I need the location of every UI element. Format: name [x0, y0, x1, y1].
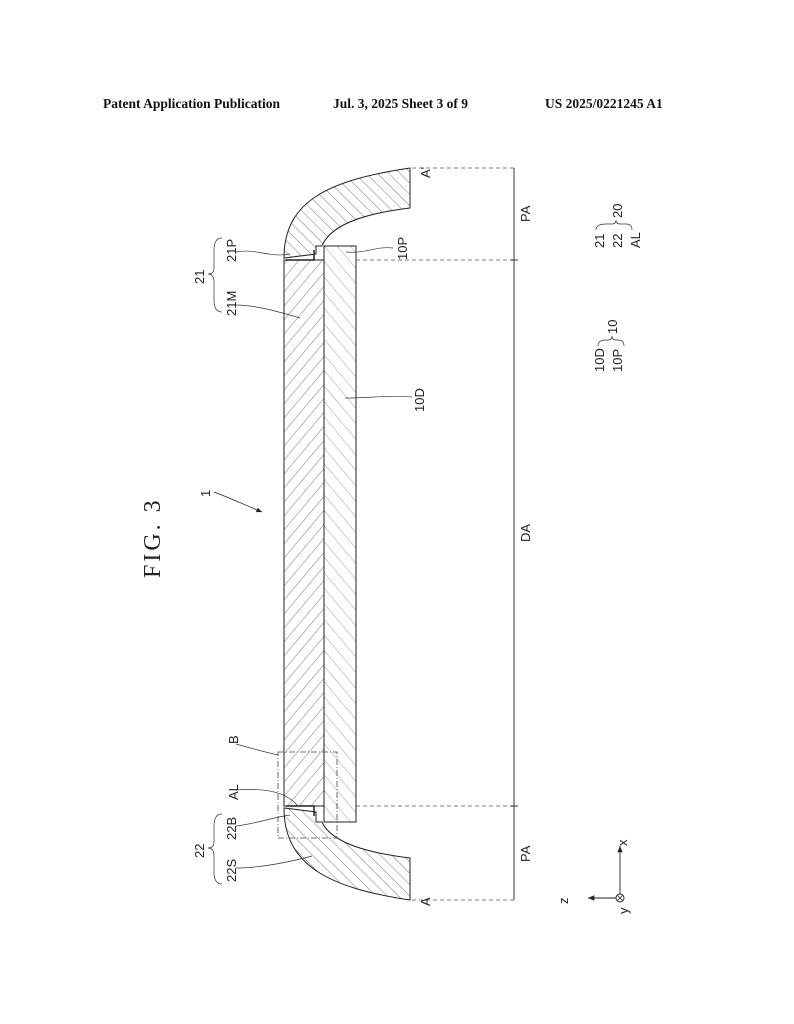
legend-10: 10 [605, 320, 620, 334]
legend-20: 20 [610, 204, 625, 218]
layer-21m [283, 259, 325, 807]
layer-10d [323, 245, 357, 823]
legend-22: 22 [610, 234, 625, 248]
label-21m: 21M [224, 291, 239, 316]
label-10d: 10D [412, 388, 427, 412]
label-22b: 22B [224, 817, 239, 840]
legend-10d: 10D [592, 348, 607, 372]
side-portion-bottom [283, 807, 411, 901]
legend-brace-10 [597, 335, 625, 347]
legend-al: AL [628, 232, 643, 248]
label-21p: 21P [224, 239, 239, 262]
legend-brace-20 [595, 219, 633, 231]
label-da: DA [518, 524, 533, 542]
label-b: B [226, 735, 241, 744]
side-portion-top [283, 167, 411, 259]
label-22: 22 [192, 844, 207, 858]
label-22s: 22S [224, 859, 239, 882]
label-pa-top: PA [518, 205, 533, 222]
axis-y-label: y [616, 907, 631, 914]
label-a-prime: A' [418, 167, 433, 178]
axis-x-label: x [615, 839, 630, 846]
axis-indicator: x y z [556, 839, 631, 914]
axis-z-label: z [556, 898, 571, 905]
label-21: 21 [192, 270, 207, 284]
legend-21: 21 [592, 234, 607, 248]
label-a: A [418, 897, 433, 906]
figure-title: FIG. 3 [140, 497, 166, 578]
label-10p: 10P [395, 237, 410, 260]
date-sheet: Jul. 3, 2025 Sheet 3 of 9 [333, 96, 468, 111]
publication-label: Patent Application Publication [103, 96, 281, 111]
patent-number: US 2025/0221245 A1 [545, 96, 663, 111]
label-pa-bottom: PA [518, 845, 533, 862]
legend-10p: 10P [610, 349, 625, 372]
detail-box-b [277, 751, 338, 839]
label-al: AL [226, 784, 241, 800]
label-device-1: 1 [198, 490, 213, 497]
